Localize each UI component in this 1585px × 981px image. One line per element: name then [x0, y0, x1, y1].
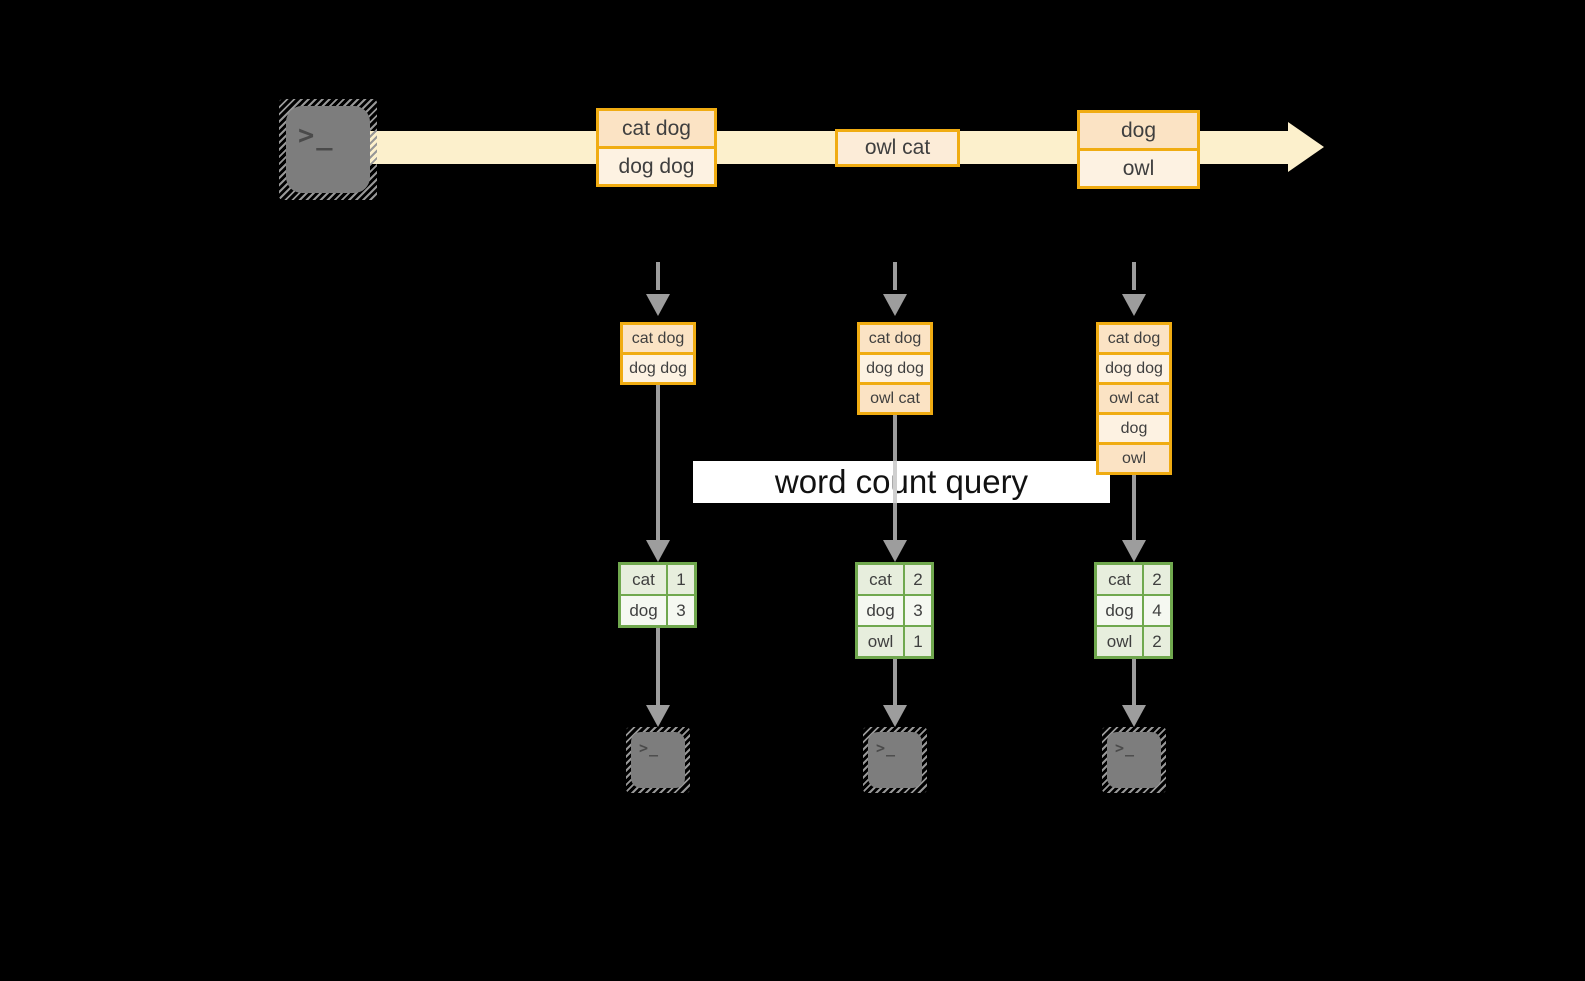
result-word-cell: owl — [1097, 627, 1142, 656]
terminal-screen: >_ — [868, 732, 922, 788]
arrow-line — [656, 385, 660, 540]
result-word-cell: cat — [1097, 565, 1142, 594]
down-arrowhead-icon — [883, 540, 907, 562]
down-arrowhead-icon — [1122, 705, 1146, 727]
terminal-prompt-icon: >_ — [876, 739, 897, 757]
stream-record: owl — [1080, 148, 1197, 186]
arrow-line-over-banner — [893, 461, 897, 503]
batch-row: dog dog — [860, 352, 930, 382]
stream-record: cat dog — [599, 111, 714, 146]
result-table-3: cat 2 dog 4 owl 2 — [1094, 562, 1173, 659]
stream-batch-2: owl cat — [835, 129, 960, 167]
result-count-cell: 2 — [1144, 627, 1170, 656]
down-arrowhead-icon — [1122, 540, 1146, 562]
batch-stack-1: cat dog dog dog — [620, 322, 696, 385]
result-count-cell: 3 — [905, 596, 931, 625]
result-word-cell: dog — [621, 596, 666, 625]
batch-row: cat dog — [1099, 325, 1169, 352]
sink-terminal-icon: >_ — [863, 727, 927, 793]
batch-stack-3: cat dog dog dog owl cat dog owl — [1096, 322, 1172, 475]
stream-record: dog dog — [599, 146, 714, 184]
batch-row: cat dog — [860, 325, 930, 352]
dashed-arrow-icon — [1132, 262, 1136, 290]
down-arrowhead-icon — [883, 294, 907, 316]
batch-row: dog dog — [623, 352, 693, 382]
batch-row: owl cat — [1099, 382, 1169, 412]
result-word-cell: dog — [858, 596, 903, 625]
batch-row: cat dog — [623, 325, 693, 352]
stream-arrowhead-icon — [1288, 122, 1324, 172]
arrow-line — [1132, 475, 1136, 540]
terminal-prompt-icon: >_ — [1115, 739, 1136, 757]
result-word-cell: cat — [621, 565, 666, 594]
result-count-cell: 2 — [905, 565, 931, 594]
batch-row: owl — [1099, 442, 1169, 472]
dashed-arrow-icon — [893, 262, 897, 290]
result-word-cell: owl — [858, 627, 903, 656]
down-arrowhead-icon — [883, 705, 907, 727]
dashed-arrow-icon — [656, 262, 660, 290]
stream-batch-1: cat dog dog dog — [596, 108, 717, 187]
down-arrowhead-icon — [646, 705, 670, 727]
result-table-1: cat 1 dog 3 — [618, 562, 697, 628]
terminal-screen: >_ — [286, 106, 370, 193]
stream-record: owl cat — [838, 132, 957, 164]
arrow-line — [656, 628, 660, 705]
terminal-prompt-icon: >_ — [639, 739, 660, 757]
sink-terminal-icon: >_ — [626, 727, 690, 793]
query-banner: word count query — [693, 461, 1110, 503]
batch-row: dog dog — [1099, 352, 1169, 382]
batch-stack-2: cat dog dog dog owl cat — [857, 322, 933, 415]
down-arrowhead-icon — [646, 294, 670, 316]
batch-row: dog — [1099, 412, 1169, 442]
result-word-cell: dog — [1097, 596, 1142, 625]
result-count-cell: 3 — [668, 596, 694, 625]
terminal-screen: >_ — [1107, 732, 1161, 788]
sink-terminal-icon: >_ — [1102, 727, 1166, 793]
batch-row: owl cat — [860, 382, 930, 412]
result-count-cell: 1 — [668, 565, 694, 594]
stream-record: dog — [1080, 113, 1197, 148]
stream-batch-3: dog owl — [1077, 110, 1200, 189]
terminal-prompt-icon: >_ — [298, 120, 335, 151]
result-table-2: cat 2 dog 3 owl 1 — [855, 562, 934, 659]
arrow-line — [893, 659, 897, 705]
result-count-cell: 2 — [1144, 565, 1170, 594]
terminal-screen: >_ — [631, 732, 685, 788]
result-count-cell: 4 — [1144, 596, 1170, 625]
result-word-cell: cat — [858, 565, 903, 594]
result-count-cell: 1 — [905, 627, 931, 656]
source-terminal-icon: >_ — [279, 99, 377, 200]
down-arrowhead-icon — [1122, 294, 1146, 316]
arrow-line — [1132, 659, 1136, 705]
down-arrowhead-icon — [646, 540, 670, 562]
